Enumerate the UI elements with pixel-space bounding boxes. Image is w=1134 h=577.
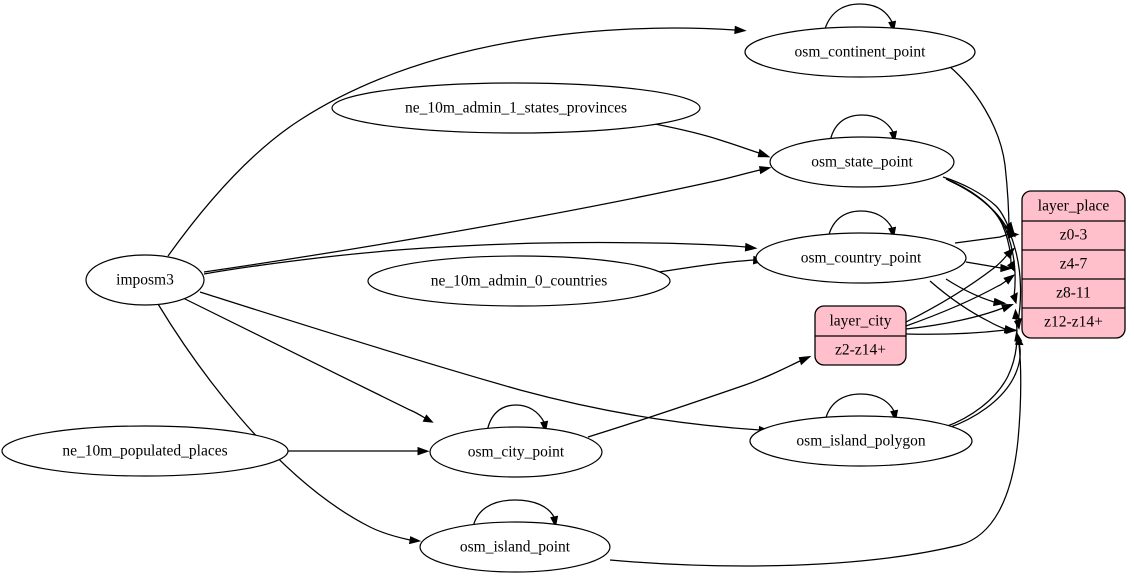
node-ne-admin1-label: ne_10m_admin_1_states_provinces [405,100,627,117]
table-layer-place-row-z12-z14plus: z12-z14+ [1044,314,1103,331]
table-layer-city-row-z2-z14plus: z2-z14+ [835,342,886,359]
node-ne-populated-label: ne_10m_populated_places [62,443,227,460]
edge-self-loop-osm_island_polygon [824,393,899,423]
edge-osm_city_point-to-layer_city [587,355,812,438]
table-layer-place-row-z4-7: z4-7 [1060,256,1088,273]
table-layer-city[interactable]: layer_city z2-z14+ [814,305,907,366]
node-ne-admin0-label: ne_10m_admin_0_countries [431,273,608,290]
edge-osm_continent_point-to-layer_place-z0-3 [948,65,1016,238]
node-imposm3-label: imposm3 [116,272,174,289]
node-osm-island-polygon-label: osm_island_polygon [796,433,925,450]
edge-layer_city-to-layer_place-z0-3 [905,247,1015,323]
table-layer-place-title: layer_place [1038,198,1110,215]
node-ne-10m-populated-places[interactable]: ne_10m_populated_places [1,425,289,477]
node-osm-island-point[interactable]: osm_island_point [419,521,611,573]
node-osm-state-point[interactable]: osm_state_point [769,136,955,188]
node-ne-10m-admin-1-states-provinces[interactable]: ne_10m_admin_1_states_provinces [331,82,701,134]
edge-layer_city-to-layer_place-z12-z14+ [905,325,1018,335]
edge-osm_country_point-to-layer_place-z0-3 [954,230,1020,244]
node-osm-island-point-label: osm_island_point [460,539,571,556]
node-osm-city-point-label: osm_city_point [468,444,565,461]
node-osm-country-point[interactable]: osm_country_point [755,232,967,284]
edge-imposm3-to-osm_city_point [180,296,434,423]
node-osm-country-point-label: osm_country_point [801,250,922,267]
node-osm-continent-point[interactable]: osm_continent_point [744,26,976,78]
edge-osm_country_point-to-layer_place-z8-11 [945,278,1007,307]
edge-osm_state_point-to-layer_place-z0-3 [942,176,1015,234]
edge-imposm3-to-osm_state_point [203,166,772,273]
edge-osm_island_point-to-layer_place-z12-z14+ [609,334,1024,567]
edge-layer_city-to-layer_place-z4-7 [905,274,1016,327]
edge-imposm3-to-osm_country_point [203,241,758,275]
edge-osm_island_polygon-to-layer_place-z12-z14+ [947,331,1023,429]
nodes-layer: imposm3 ne_10m_admin_1_states_provinces … [1,26,976,573]
edge-imposm3-to-osm_island_point [157,303,422,545]
node-ne-10m-admin-0-countries[interactable]: ne_10m_admin_0_countries [367,255,671,307]
node-osm-continent-point-label: osm_continent_point [795,44,927,61]
edge-ne_admin0-to-osm_country_point [658,255,766,273]
edges-layer [157,3,1024,567]
node-osm-state-point-label: osm_state_point [811,154,913,171]
edge-imposm3-to-osm_island_polygon [199,291,772,435]
edge-ne_admin1-to-osm_state_point [654,123,771,158]
table-layer-city-title: layer_city [830,313,892,330]
table-nodes-layer: layer_place z0-3 z4-7 z8-11 z12-z14+ lay… [814,190,1126,366]
node-imposm3[interactable]: imposm3 [85,254,205,306]
edge-layer_city-to-layer_place-z8-11 [905,303,1014,330]
node-osm-island-polygon[interactable]: osm_island_polygon [749,415,973,467]
table-layer-place[interactable]: layer_place z0-3 z4-7 z8-11 z12-z14+ [1021,190,1126,339]
edge-osm_state_point-to-layer_place-z8-11 [947,179,1018,305]
edge-ne_populated-to-osm_city_point [288,446,430,456]
edge-osm_country_point-to-layer_place-z4-7 [965,261,1013,273]
node-osm-city-point[interactable]: osm_city_point [429,426,603,478]
edge-imposm3-to-osm_continent_point [167,25,747,257]
table-layer-place-row-z0-3: z0-3 [1060,227,1088,244]
table-layer-place-row-z8-11: z8-11 [1056,285,1091,302]
